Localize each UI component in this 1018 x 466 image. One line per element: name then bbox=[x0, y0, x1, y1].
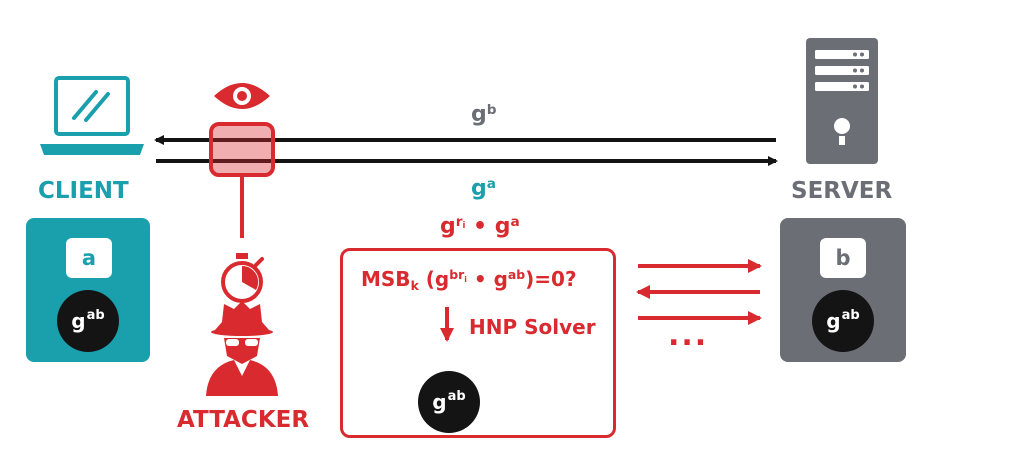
msg-client-to-server: ga bbox=[471, 175, 496, 202]
hnp-solver-label: HNP Solver bbox=[469, 315, 596, 339]
intercept-box bbox=[209, 122, 275, 177]
msg-server-to-client: gb bbox=[471, 101, 497, 128]
msg-attacker-query: gri • ga bbox=[440, 213, 520, 240]
more-queries-ellipsis: ... bbox=[668, 318, 709, 353]
msb-condition: MSBk (gbri • gab)=0? bbox=[361, 267, 577, 294]
spy-icon bbox=[206, 301, 278, 396]
server-private-key: b bbox=[820, 238, 866, 278]
client-private-key: a bbox=[66, 238, 112, 278]
attacker-label: ATTACKER bbox=[177, 407, 310, 433]
eye-icon bbox=[214, 83, 270, 109]
laptop-icon bbox=[40, 76, 144, 155]
server-label: SERVER bbox=[791, 178, 893, 204]
stopwatch-icon bbox=[221, 253, 264, 303]
server-icon bbox=[806, 38, 878, 164]
client-label: CLIENT bbox=[38, 178, 129, 204]
